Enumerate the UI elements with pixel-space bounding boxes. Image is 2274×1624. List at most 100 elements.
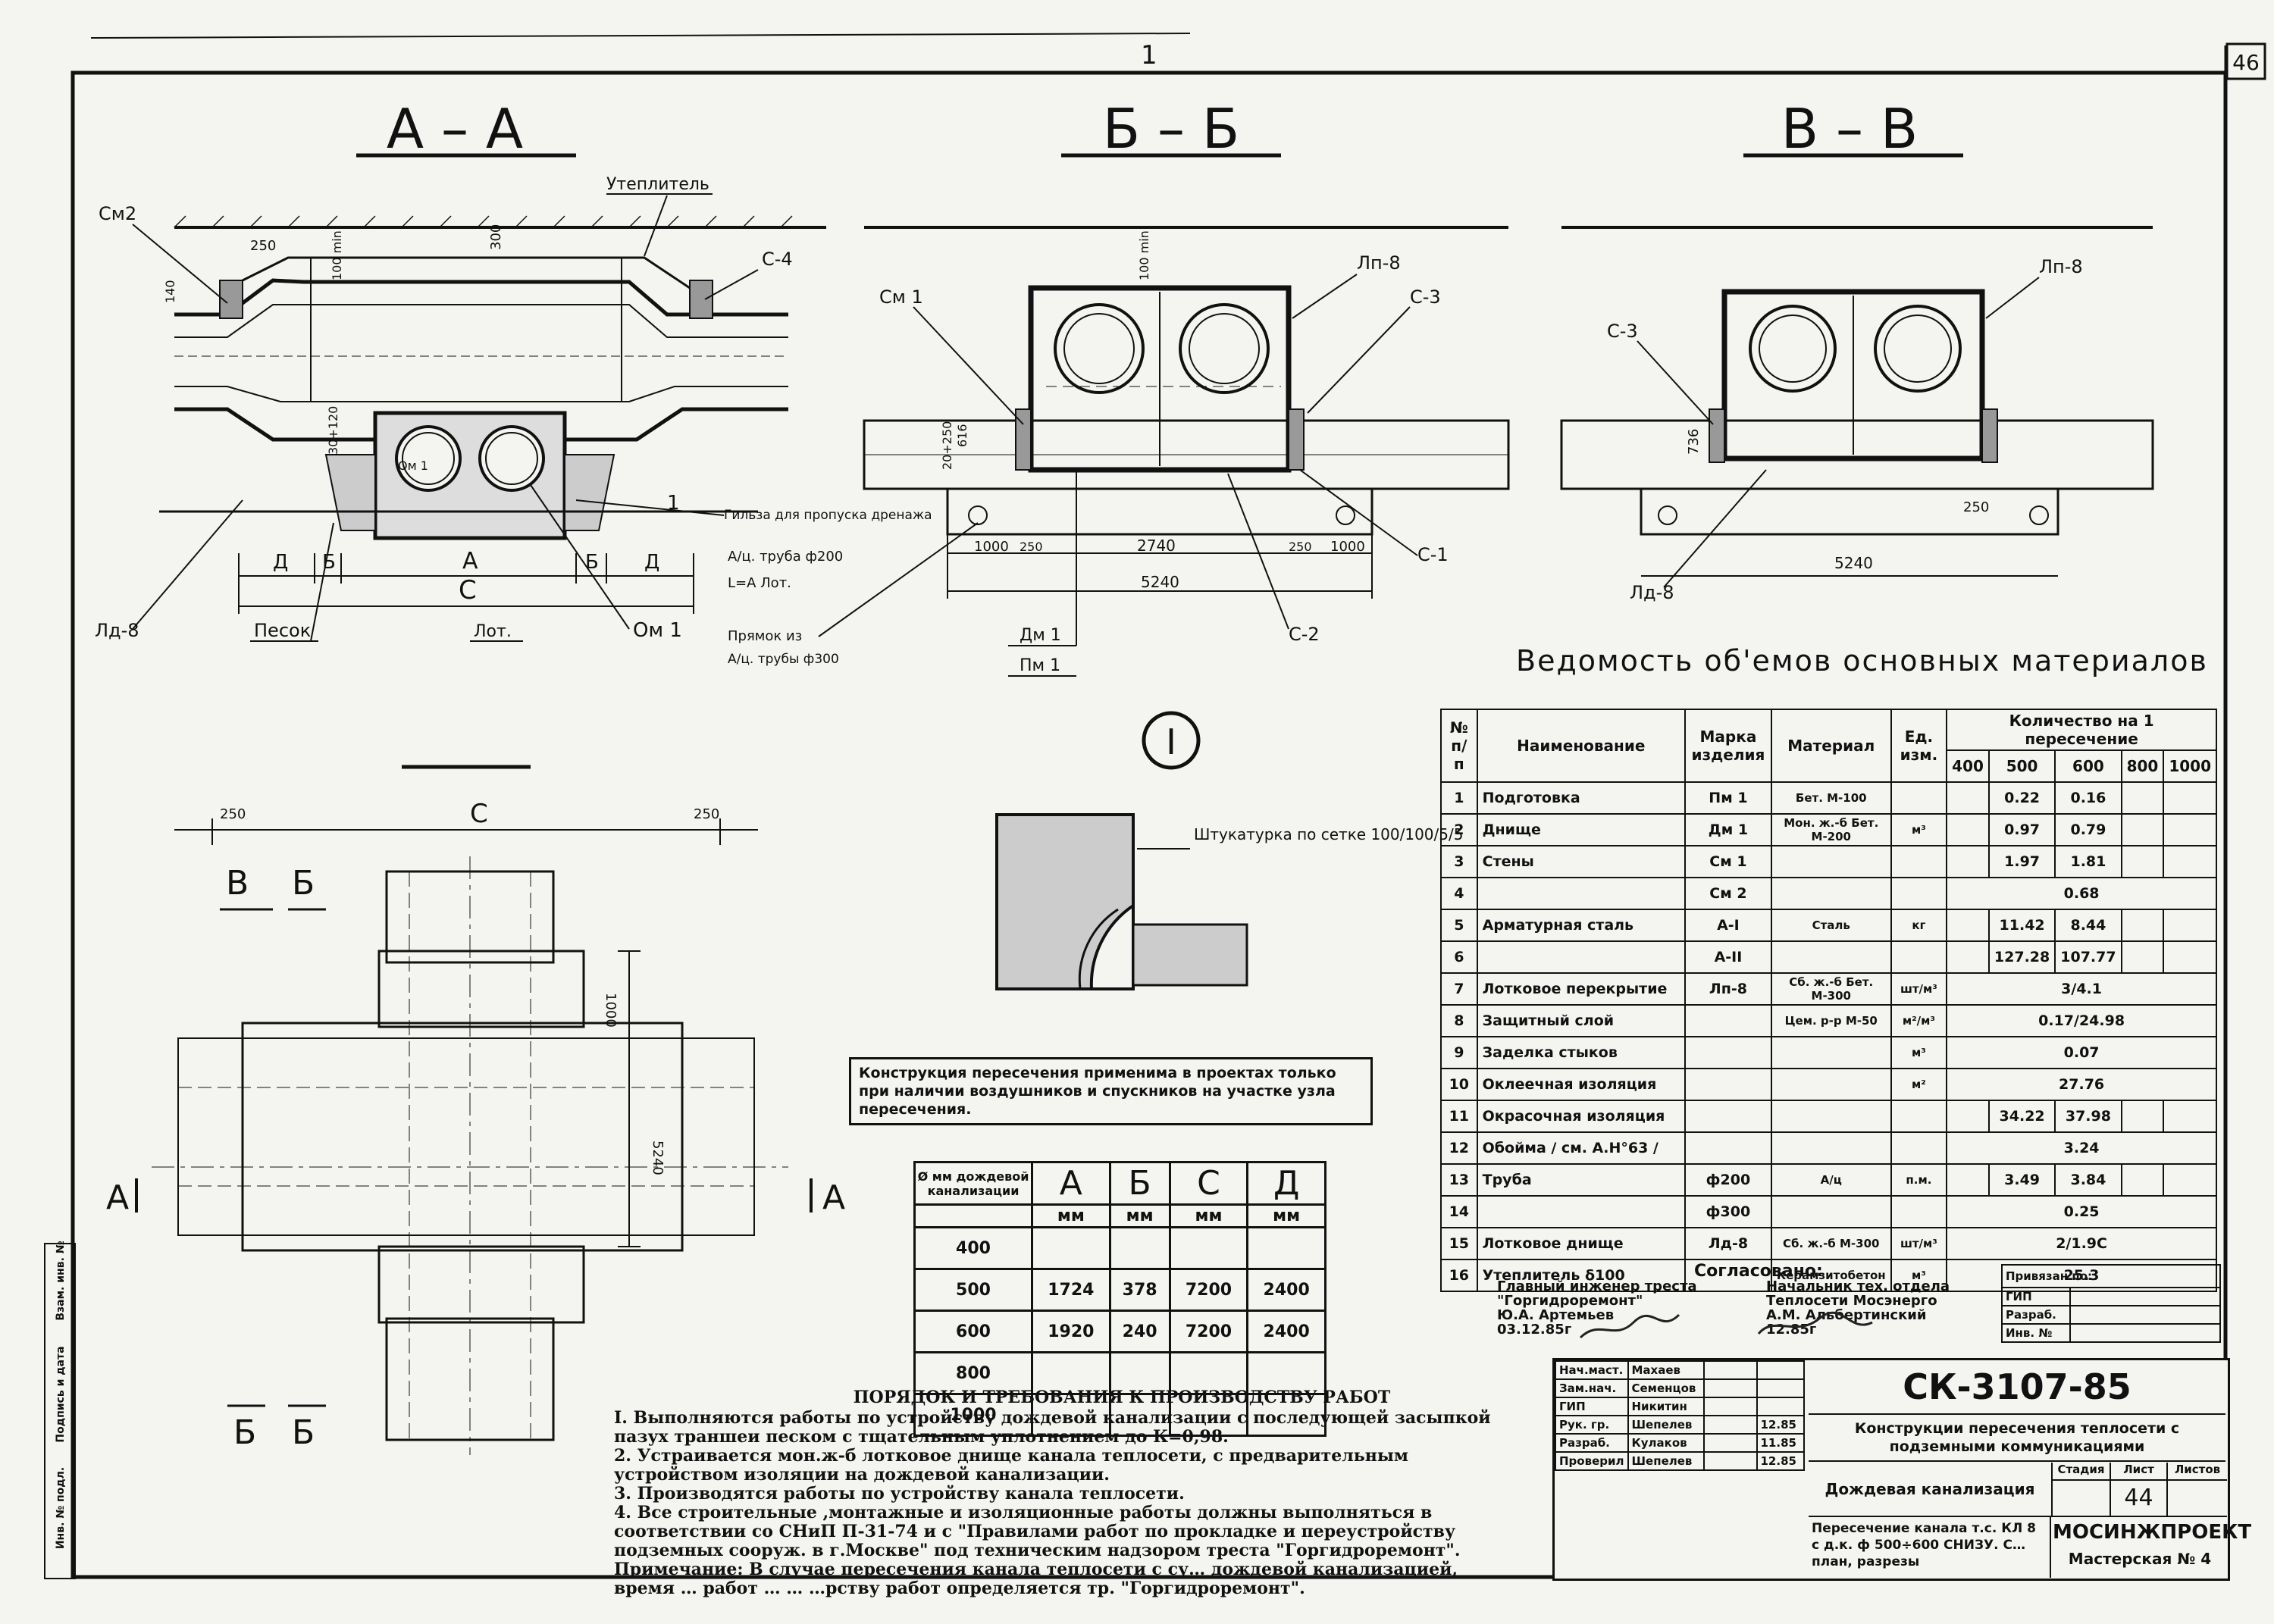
plan-channel-outline [241,1022,684,1252]
mat-cell-n: 11 [1440,1100,1478,1133]
agreed-right-0: Начальник тех. отдела [1766,1278,1950,1294]
mat-cell-mark: См 2 [1684,877,1772,910]
vv-label-736: 736 [1686,429,1702,455]
works-block: Порядок и требования к производству рабо… [614,1388,1493,1598]
stamp-sheet-label: Лист [2111,1463,2168,1481]
aa-sand-right [564,454,615,531]
plan-lower-collar [377,1245,585,1324]
mat-cell-n: 9 [1440,1036,1478,1069]
ref-cell [2069,1287,2221,1306]
bb-label-pm1: Пм 1 [1020,656,1060,675]
mat-cell-mat [1770,1036,1892,1069]
plan-label-b4: Б [292,1413,315,1452]
stamp-sheets-label: Листов [2168,1463,2227,1481]
aa-label-100min: 100 min [330,230,344,280]
mat-cell-mark [1684,1036,1772,1069]
stamp-person-row: Зам.нач.Семенцов [1555,1378,1805,1398]
stamp-stage-label: Стадия [2053,1463,2111,1481]
agreed-left-0: Главный инженер треста [1497,1278,1697,1294]
mat-cell-mark [1684,1068,1772,1101]
mat-cell-unit [1890,1100,1948,1133]
construction-note-text: Конструкция пересечения применима в прое… [859,1065,1336,1118]
mat-cell-mat [1770,1195,1892,1228]
vv-label-ld8: Лд-8 [1630,582,1674,603]
mat-cell-qty [2120,1100,2165,1133]
mat-cell-qty [2120,909,2165,942]
bb-pipe-left [1054,303,1145,394]
mat-cell-qty: 8.44 [2054,909,2122,942]
stamp-sign [1702,1415,1758,1435]
vv-drain-pipe [1560,419,2154,490]
mat-cell-mark: Пм 1 [1684,781,1772,815]
aa-pipe-left [395,425,462,492]
bb-dim-2740: 2740 [1137,537,1176,555]
mat-cell-mark: См 1 [1684,845,1772,878]
mat-cell-qty: 37.98 [2054,1100,2122,1133]
mat-cell-unit: кг [1890,909,1948,942]
works-note: Примечание: В случае пересечения канала … [614,1560,1458,1598]
mat-cell-unit: шт/м³ [1890,972,1948,1006]
plan-cut-a-left: А [106,1178,129,1217]
dim-th-d: Д [1246,1161,1326,1206]
mat-cell-mat [1770,940,1892,974]
table-row: 1000 [913,1393,1326,1437]
mat-cell-mark: Лд-8 [1684,1227,1772,1260]
stamp-role: Разраб. [1555,1433,1629,1453]
mat-cell-unit [1890,845,1948,878]
bb-label-c2: С-2 [1289,624,1320,645]
mat-cell-qty [1946,1163,1990,1197]
plan-drain-pipe [385,856,555,1455]
mat-cell-name: Труба [1476,1163,1687,1197]
dim-cell [1168,1351,1249,1395]
mat-cell-qty [2120,845,2165,878]
bb-label-20-250: 20+250 [940,421,954,470]
mat-cell-n: 4 [1440,877,1478,910]
stamp-name: Шепелев [1627,1415,1705,1435]
top-mark: 1 [1141,40,1157,70]
aa-label-250: 250 [250,238,276,254]
bb-dim-1000a: 1000 [974,539,1009,555]
aa-label-c4: С-4 [762,249,793,270]
aa-channel-bottom-inner [174,386,788,402]
mat-cell-unit: п.м. [1890,1163,1948,1197]
aa-wall-c4-right [689,280,713,319]
dimension-table: Ø мм дождевой канализации А Б С Д мм мм … [913,1161,1326,1437]
mat-th-600: 600 [2054,749,2122,783]
mat-cell-qty: 127.28 [1987,940,2056,974]
mat-cell-name [1476,1195,1687,1228]
dim-cell: 1724 [1031,1268,1111,1312]
mat-cell-qty [2163,940,2217,974]
mat-th-mark: Марка изделия [1684,709,1772,783]
stamp-name: Никитин [1627,1397,1705,1416]
aa-label-cm2: См2 [99,203,136,224]
mat-cell-qty-merged: 2/1.9С [1946,1227,2217,1260]
stamp-date: 11.85 [1756,1433,1805,1453]
dim-cell: 7200 [1168,1310,1249,1353]
mat-cell-name: Арматурная сталь [1476,909,1687,942]
stamp-org: МОСИНЖПРОЕКТ [2053,1521,2252,1544]
mat-cell-n: 10 [1440,1068,1478,1101]
aa-channel-top-inner [174,304,788,338]
mat-cell-qty: 3.49 [1987,1163,2056,1197]
bb-dim-250b: 250 [1289,540,1312,554]
mat-cell-mark: А-I [1684,909,1772,942]
mat-cell-mat: Бет. М-100 [1770,781,1892,815]
mat-cell-unit [1890,1195,1948,1228]
mat-cell-mark: А-II [1684,940,1772,974]
bb-dim-5240: 5240 [1141,573,1179,591]
bb-label-c1: С-1 [1417,544,1449,565]
mat-cell-mark [1684,1259,1772,1292]
stamp-role: ГИП [1555,1397,1629,1416]
ref-row-0: ГИП [2001,1287,2071,1306]
aa-pipe-right [478,425,545,492]
dim-th-dia: Ø мм дождевой канализации [913,1161,1033,1206]
